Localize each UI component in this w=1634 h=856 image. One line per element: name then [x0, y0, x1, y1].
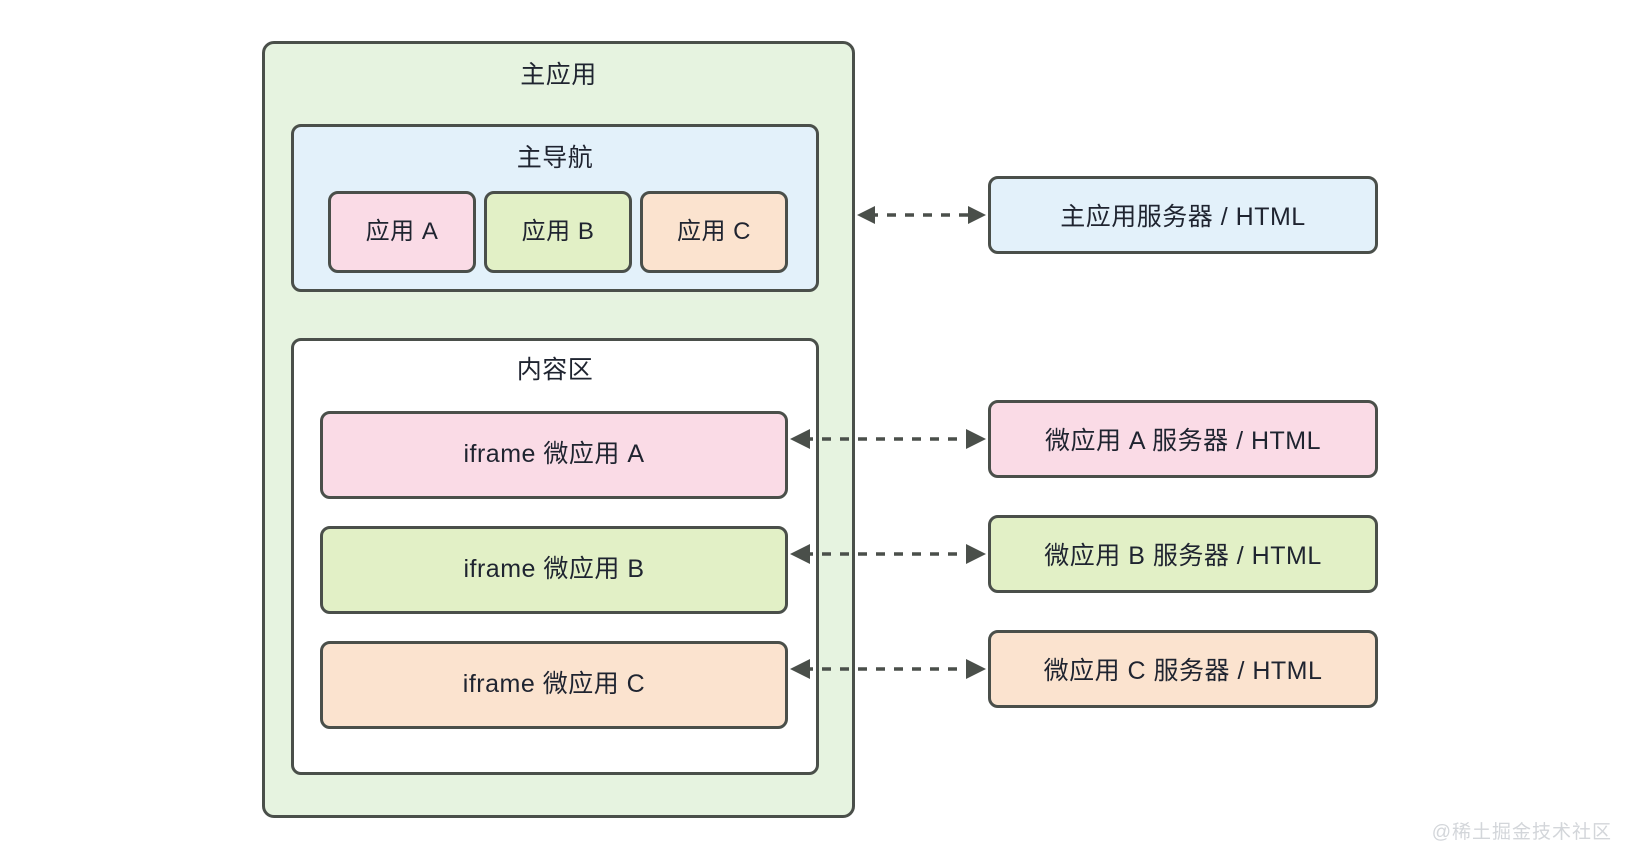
content-area-label: 内容区	[516, 356, 594, 384]
nav-app-a[interactable]: 应用 A	[328, 191, 476, 273]
server-micro-app-c-label: 微应用 C 服务器 / HTML	[1043, 657, 1323, 685]
main-nav-label: 主导航	[516, 144, 594, 172]
nav-app-a-label: 应用 A	[365, 218, 439, 245]
content-area-container: 内容区 iframe 微应用 A iframe 微应用 B iframe 微应用…	[291, 338, 819, 775]
nav-app-c-label: 应用 C	[677, 218, 751, 245]
nav-app-b-label: 应用 B	[521, 218, 595, 245]
main-app-label: 主应用	[520, 61, 597, 89]
server-micro-app-a[interactable]: 微应用 A 服务器 / HTML	[988, 400, 1378, 478]
server-main-app-label: 主应用服务器 / HTML	[1060, 203, 1306, 231]
server-micro-app-b-label: 微应用 B 服务器 / HTML	[1044, 542, 1322, 570]
iframe-micro-app-a-label: iframe 微应用 A	[463, 440, 645, 469]
iframe-micro-app-a[interactable]: iframe 微应用 A	[320, 411, 788, 499]
server-main-app[interactable]: 主应用服务器 / HTML	[988, 176, 1378, 254]
iframe-micro-app-c-label: iframe 微应用 C	[462, 670, 646, 699]
server-micro-app-c[interactable]: 微应用 C 服务器 / HTML	[988, 630, 1378, 708]
nav-app-b[interactable]: 应用 B	[484, 191, 632, 273]
server-micro-app-b[interactable]: 微应用 B 服务器 / HTML	[988, 515, 1378, 593]
server-micro-app-a-label: 微应用 A 服务器 / HTML	[1044, 427, 1322, 455]
nav-app-c[interactable]: 应用 C	[640, 191, 788, 273]
double-arrow-dashed-icon	[857, 206, 986, 224]
connector-main-app-to-server	[855, 202, 988, 228]
iframe-micro-app-c[interactable]: iframe 微应用 C	[320, 641, 788, 729]
iframe-micro-app-b[interactable]: iframe 微应用 B	[320, 526, 788, 614]
main-nav-container: 主导航 应用 A 应用 B 应用 C	[291, 124, 819, 292]
iframe-micro-app-b-label: iframe 微应用 B	[463, 555, 645, 584]
nav-app-list: 应用 A 应用 B 应用 C	[328, 191, 788, 273]
watermark: @稀土掘金技术社区	[1431, 822, 1612, 843]
